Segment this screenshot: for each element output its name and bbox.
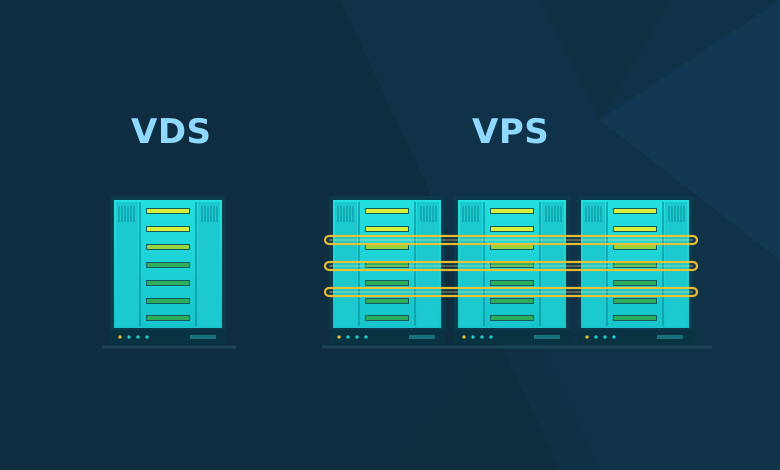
vds-title: VDS: [131, 112, 212, 152]
vds-server: [109, 195, 227, 345]
vps-links: [323, 234, 699, 298]
vps-link-glow: [329, 239, 693, 293]
vps-title: VPS: [472, 112, 550, 152]
